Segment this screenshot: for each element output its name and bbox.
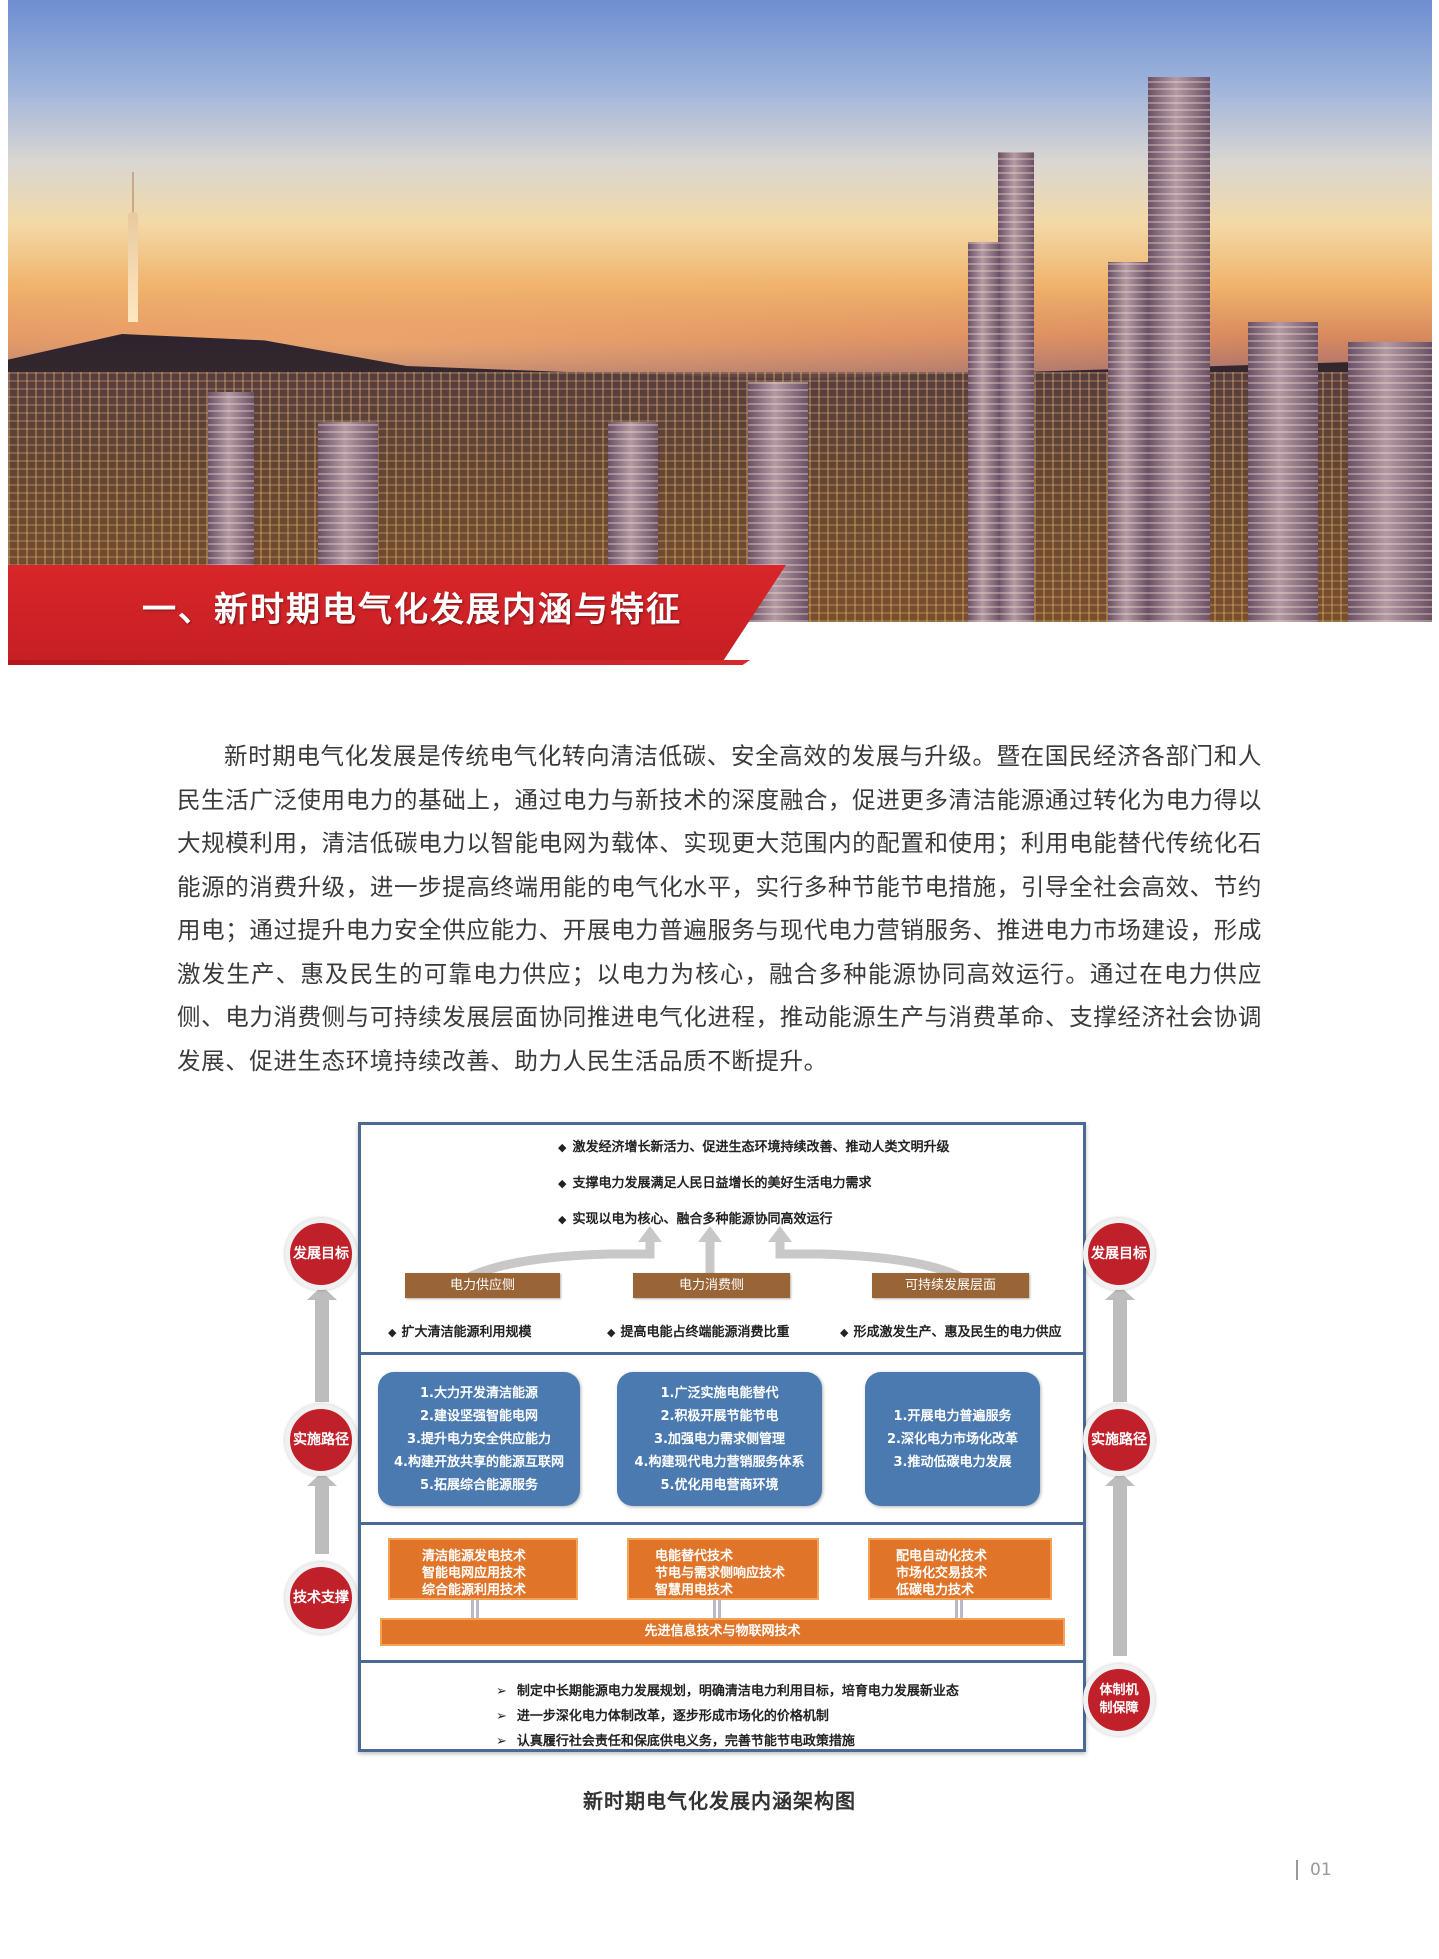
tag-supply-side: 电力供应侧 xyxy=(405,1273,560,1298)
section-divider xyxy=(358,1352,1086,1355)
diamond-bullet-icon: ◆ xyxy=(558,1177,567,1190)
chevron-bullet-icon: ➢ xyxy=(496,1709,507,1724)
up-arrow-icon xyxy=(1105,1286,1135,1402)
path-box-sustainable: 1.开展电力普遍服务 2.深化电力市场化改革 3.推动低碳电力发展 xyxy=(865,1372,1040,1506)
tag-consumption-side: 电力消费侧 xyxy=(633,1273,790,1298)
circle-institutional-guarantee-right: 体制机制保障 xyxy=(1083,1664,1155,1736)
circle-development-goal-left: 发展目标 xyxy=(285,1218,357,1290)
path-box-supply: 1.大力开发清洁能源 2.建设坚强智能电网 3.提升电力安全供应能力 4.构建开… xyxy=(378,1372,580,1506)
section-divider xyxy=(358,1660,1086,1663)
section-divider xyxy=(358,1522,1086,1525)
goal-item: ◆激发经济增长新活力、促进生态环境持续改善、推动人类文明升级 xyxy=(558,1140,950,1155)
diamond-bullet-icon: ◆ xyxy=(558,1213,567,1226)
section-title-banner xyxy=(8,565,786,660)
up-arrow-icon xyxy=(307,1286,337,1402)
path-box-consumption: 1.广泛实施电能替代 2.积极开展节能节电 3.加强电力需求侧管理 4.构建现代… xyxy=(617,1372,822,1506)
skyscraper xyxy=(1348,342,1432,622)
bidirectional-arrow-icon xyxy=(711,1600,723,1630)
skyscraper xyxy=(998,152,1034,622)
diamond-bullet-icon: ◆ xyxy=(607,1326,616,1339)
side-sub-item: ◆提高电能占终端能源消费比重 xyxy=(607,1325,790,1340)
chevron-bullet-icon: ➢ xyxy=(496,1684,507,1699)
diamond-bullet-icon: ◆ xyxy=(388,1326,397,1339)
page-number: 01 xyxy=(1296,1860,1332,1880)
hero-city-skyline-image xyxy=(8,0,1432,622)
tech-box-supply: 清洁能源发电技术 智能电网应用技术 综合能源利用技术 xyxy=(388,1538,578,1600)
tv-tower xyxy=(128,172,138,322)
goal-item: ◆实现以电为核心、融合多种能源协同高效运行 xyxy=(558,1212,833,1227)
policy-item: ➢制定中长期能源电力发展规划，明确清洁电力利用目标，培育电力发展新业态 xyxy=(496,1684,959,1699)
side-sub-item: ◆形成激发生产、惠及民生的电力供应 xyxy=(840,1325,1062,1340)
policy-item: ➢进一步深化电力体制改革，逐步形成市场化的价格机制 xyxy=(496,1709,829,1724)
up-arrow-icon xyxy=(1105,1472,1135,1656)
section-title: 一、新时期电气化发展内涵与特征 xyxy=(142,590,682,630)
policy-item: ➢认真履行社会责任和保底供电义务，完善节能节电政策措施 xyxy=(496,1734,855,1749)
chevron-bullet-icon: ➢ xyxy=(496,1734,507,1749)
tech-foundation-bar: 先进信息技术与物联网技术 xyxy=(380,1618,1065,1646)
skyscraper xyxy=(1148,77,1210,622)
skyscraper xyxy=(1108,262,1148,622)
bidirectional-arrow-icon xyxy=(953,1600,965,1630)
tech-box-sustainable: 配电自动化技术 市场化交易技术 低碳电力技术 xyxy=(868,1538,1052,1600)
banner-underline xyxy=(8,660,750,665)
skyscraper xyxy=(968,242,1000,622)
up-arrow-icon xyxy=(307,1472,337,1554)
tag-sustainable-level: 可持续发展层面 xyxy=(872,1273,1029,1298)
diamond-bullet-icon: ◆ xyxy=(558,1141,567,1154)
tech-box-consumption: 电能替代技术 节电与需求侧响应技术 智慧用电技术 xyxy=(627,1538,819,1600)
circle-implementation-path-right: 实施路径 xyxy=(1083,1404,1155,1476)
side-sub-item: ◆扩大清洁能源利用规模 xyxy=(388,1325,532,1340)
circle-development-goal-right: 发展目标 xyxy=(1083,1218,1155,1290)
body-paragraph: 新时期电气化发展是传统电气化转向清洁低碳、安全高效的发展与升级。暨在国民经济各部… xyxy=(177,742,1262,1075)
diagram-caption: 新时期电气化发展内涵架构图 xyxy=(583,1789,856,1813)
bidirectional-arrow-icon xyxy=(469,1600,481,1630)
skyscraper xyxy=(1248,322,1318,622)
circle-tech-support-left: 技术支撑 xyxy=(285,1562,357,1634)
goal-item: ◆支撑电力发展满足人民日益增长的美好生活电力需求 xyxy=(558,1176,872,1191)
page-number-divider xyxy=(1296,1860,1298,1880)
diamond-bullet-icon: ◆ xyxy=(840,1326,849,1339)
circle-implementation-path-left: 实施路径 xyxy=(285,1404,357,1476)
